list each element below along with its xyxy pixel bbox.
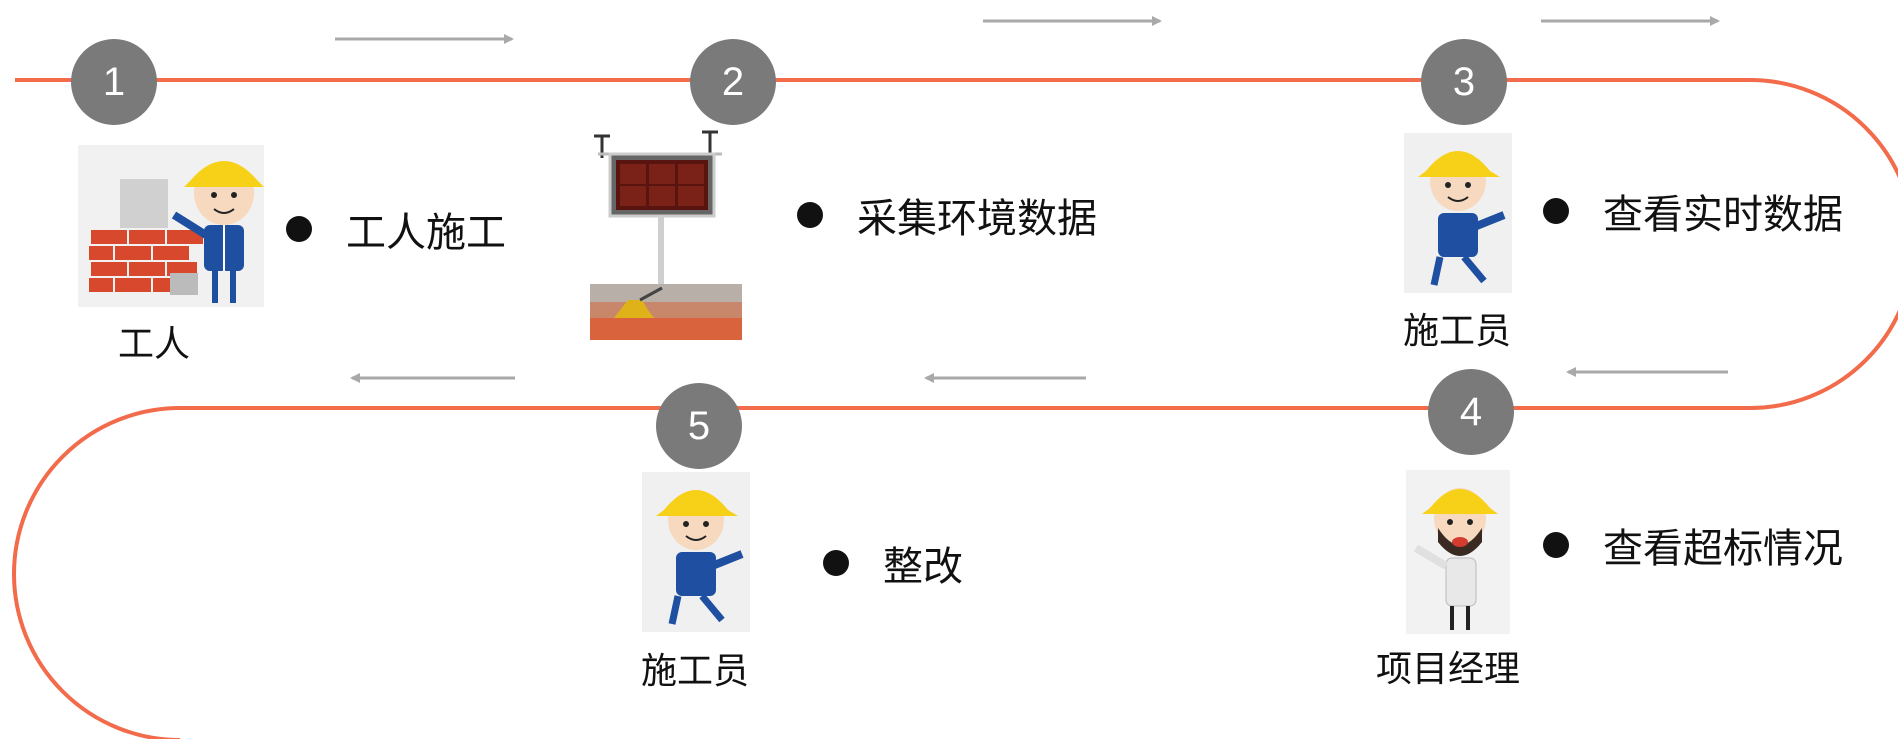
step-4-label: 查看超标情况 <box>1603 526 1843 572</box>
step-3-role: 施工员 <box>1403 311 1512 352</box>
project-manager-icon <box>1406 470 1510 634</box>
supervisor-worker-icon <box>642 472 750 632</box>
step-2-label: 采集环境数据 <box>857 196 1097 242</box>
bullet-dot <box>286 216 312 242</box>
step-2-text: 采集环境数据 <box>797 186 1097 244</box>
step-1-badge: 1 <box>71 39 157 125</box>
step-3-label: 查看实时数据 <box>1603 192 1843 238</box>
step-1-text: 工人施工 <box>286 200 506 258</box>
step-4-role: 项目经理 <box>1376 649 1521 690</box>
bullet-dot <box>1543 198 1569 224</box>
bullet-dot <box>823 550 849 576</box>
step-4-text: 查看超标情况 <box>1543 516 1843 574</box>
step-5-role: 施工员 <box>641 651 750 692</box>
step-1-label: 工人施工 <box>346 210 506 256</box>
step-5-badge: 5 <box>656 383 742 469</box>
step-5-text: 整改 <box>823 534 963 592</box>
step-3-badge: 3 <box>1421 39 1507 125</box>
step-5-label: 整改 <box>883 544 963 590</box>
step-3-text: 查看实时数据 <box>1543 182 1843 240</box>
bullet-dot <box>797 202 823 228</box>
step-2-badge: 2 <box>690 39 776 125</box>
step-4-badge: 4 <box>1428 369 1514 455</box>
flow-path <box>12 78 1898 739</box>
bricklayer-worker-icon <box>78 145 264 307</box>
step-1-role: 工人 <box>118 324 191 365</box>
bullet-dot <box>1543 532 1569 558</box>
monitoring-station-icon <box>590 130 742 340</box>
supervisor-worker-icon <box>1404 133 1512 293</box>
